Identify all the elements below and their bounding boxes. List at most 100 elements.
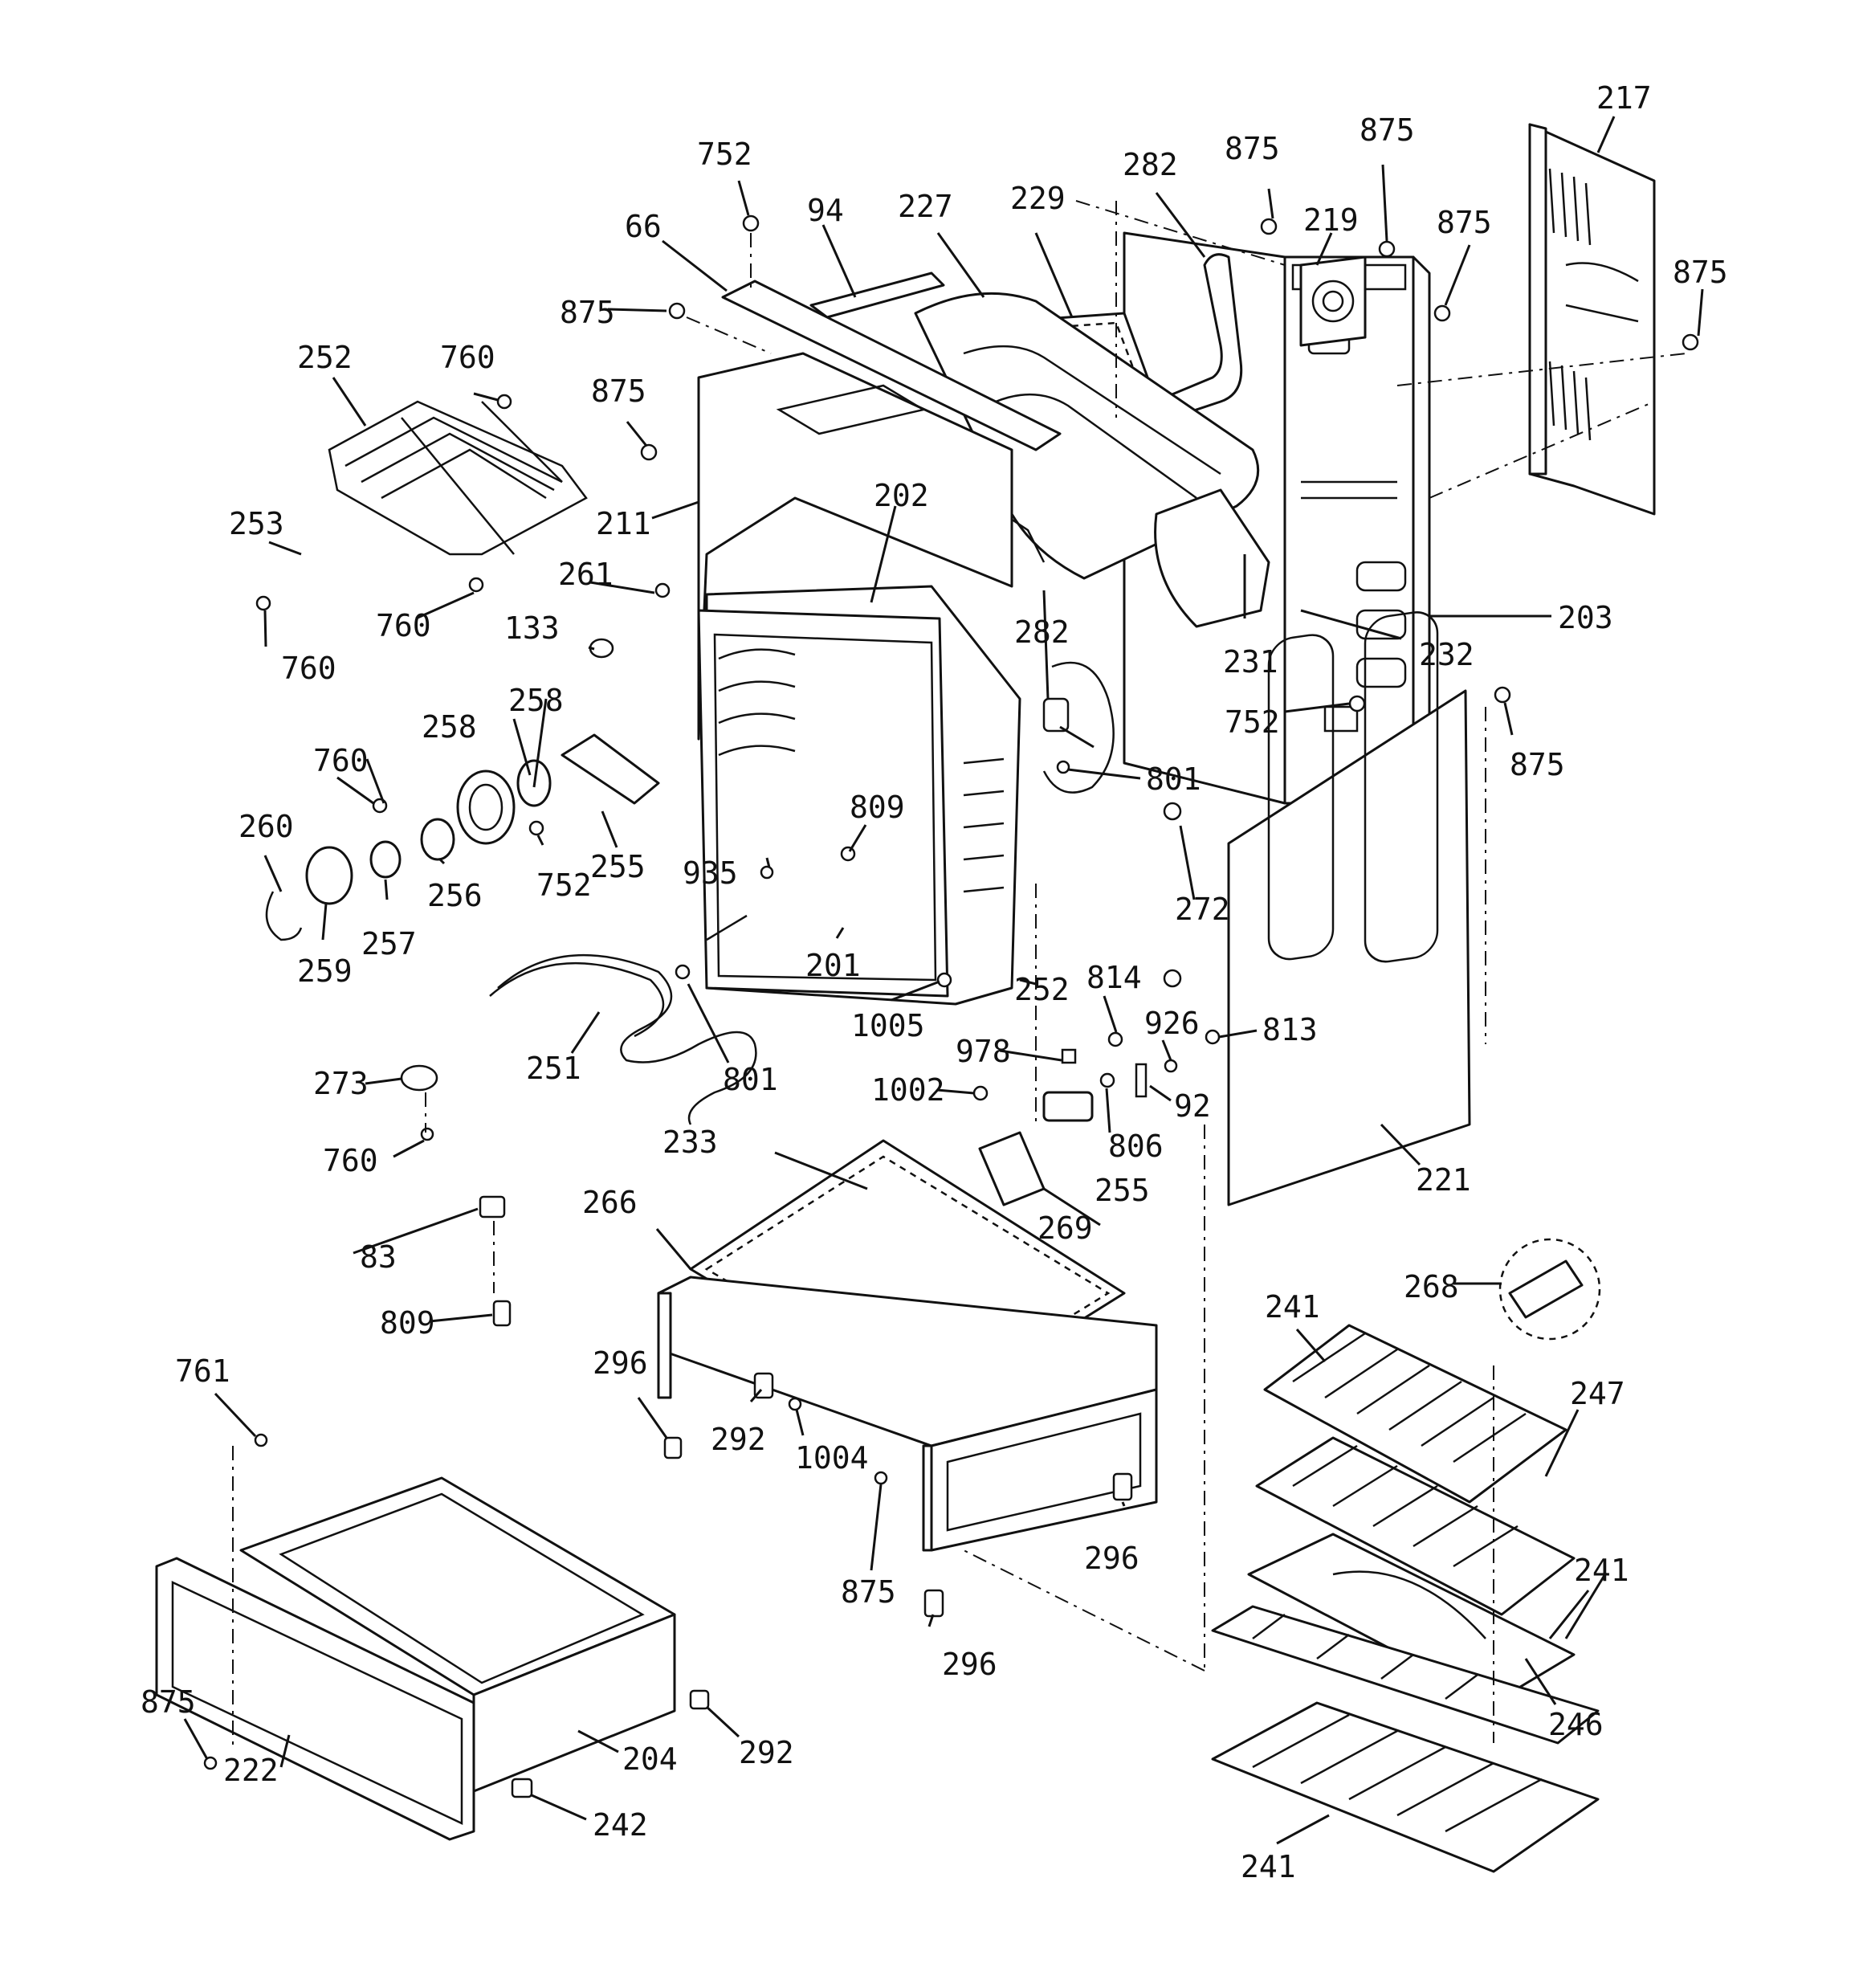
callout-875: 875 [1360,112,1415,148]
callout-258: 258 [422,709,477,745]
callout-241: 241 [1241,1849,1296,1884]
top-rail-66 [721,280,1062,451]
callout-875: 875 [1673,255,1728,290]
callout-875: 875 [141,1684,196,1720]
callout-752: 752 [697,137,752,172]
callout-227: 227 [898,189,953,224]
light-cover-255 [561,733,660,805]
callout-809: 809 [380,1305,435,1341]
base-frame-266 [657,1276,1158,1552]
callout-1004: 1004 [795,1440,869,1476]
callout-875: 875 [1510,747,1565,782]
callout-875: 875 [1437,205,1492,240]
control-box-219 [1299,255,1367,347]
callout-257: 257 [361,926,417,961]
callout-222: 222 [223,1753,279,1788]
callout-282: 282 [1014,614,1070,650]
callout-66: 66 [625,209,662,244]
callout-83: 83 [360,1239,397,1275]
callout-231: 231 [1223,644,1278,680]
callout-203: 203 [1558,600,1613,635]
callout-292: 292 [739,1735,794,1770]
callout-760: 760 [376,608,431,643]
callout-875: 875 [560,295,615,330]
callout-219: 219 [1303,202,1359,238]
alignment-lines [232,200,1687,1751]
callout-1005: 1005 [851,1008,925,1043]
callout-258: 258 [508,683,564,718]
callout-272: 272 [1175,892,1230,927]
drawer-204 [239,1476,676,1793]
callout-296: 296 [593,1345,648,1381]
callout-241: 241 [1265,1289,1320,1325]
callout-261: 261 [558,557,614,592]
callout-282: 282 [1123,147,1178,182]
callout-813: 813 [1262,1012,1318,1047]
callout-202: 202 [874,478,929,513]
callout-875: 875 [1225,131,1280,166]
back-cover-217 [1528,123,1656,516]
callout-760: 760 [323,1143,378,1178]
callout-217: 217 [1596,80,1652,116]
callout-133: 133 [504,610,560,646]
drawer-front-222 [155,1557,475,1841]
callout-246: 246 [1548,1707,1604,1742]
callout-253: 253 [229,506,284,541]
callout-809: 809 [850,790,905,825]
duct-wrap-231 [1154,488,1270,628]
callout-94: 94 [807,193,844,228]
oven-light-assembly [265,759,552,941]
detail-268 [1498,1238,1601,1341]
callout-978: 978 [956,1034,1011,1069]
hardware-items [203,214,1699,1798]
bake-element-251 [489,914,757,1125]
callout-269: 269 [1037,1210,1093,1246]
switch-255 [1042,1091,1094,1122]
callout-233: 233 [662,1125,718,1160]
callout-752: 752 [536,867,592,903]
callout-256: 256 [427,878,483,913]
callout-266: 266 [582,1185,638,1220]
rack-241-top [1263,1324,1567,1504]
callout-814: 814 [1086,960,1142,995]
rack-241-bottom [1211,1701,1600,1873]
callout-760: 760 [281,651,336,686]
callout-935: 935 [683,855,738,891]
callout-255: 255 [1095,1173,1150,1208]
callout-247: 247 [1570,1376,1625,1411]
callout-232: 232 [1419,637,1474,672]
callout-259: 259 [297,953,353,989]
callout-875: 875 [841,1574,896,1610]
callout-296: 296 [942,1647,997,1682]
broil-pan-insert-247 [1255,1436,1576,1616]
callout-221: 221 [1416,1162,1471,1198]
oven-cavity-201 [697,585,1021,1006]
callout-806: 806 [1108,1129,1164,1164]
callout-801: 801 [723,1062,778,1097]
side-panel-221 [1227,611,1471,1206]
callout-92: 92 [1174,1088,1211,1124]
callout-242: 242 [593,1807,648,1843]
broil-element-252 [328,400,588,556]
callout-260: 260 [238,809,294,844]
callout-292: 292 [711,1422,766,1457]
callout-229: 229 [1010,181,1066,216]
callout-760: 760 [440,340,495,375]
callout-labels: 217 875 752 282 229 875 219 875 875 94 2… [141,80,1728,1884]
callout-760: 760 [313,743,369,778]
rack-241-mid [1211,1605,1600,1745]
callout-241: 241 [1574,1553,1629,1588]
leader-lines [183,116,1704,1845]
callout-251: 251 [526,1051,581,1086]
callout-211: 211 [596,506,651,541]
callout-268: 268 [1404,1269,1459,1304]
callout-296: 296 [1084,1541,1139,1576]
callout-926: 926 [1144,1006,1200,1041]
callout-255: 255 [590,849,646,884]
rear-probe-282 [1042,661,1115,794]
callout-273: 273 [313,1066,369,1101]
callout-801: 801 [1146,761,1201,797]
callout-252: 252 [297,340,353,375]
callout-752: 752 [1225,704,1280,740]
